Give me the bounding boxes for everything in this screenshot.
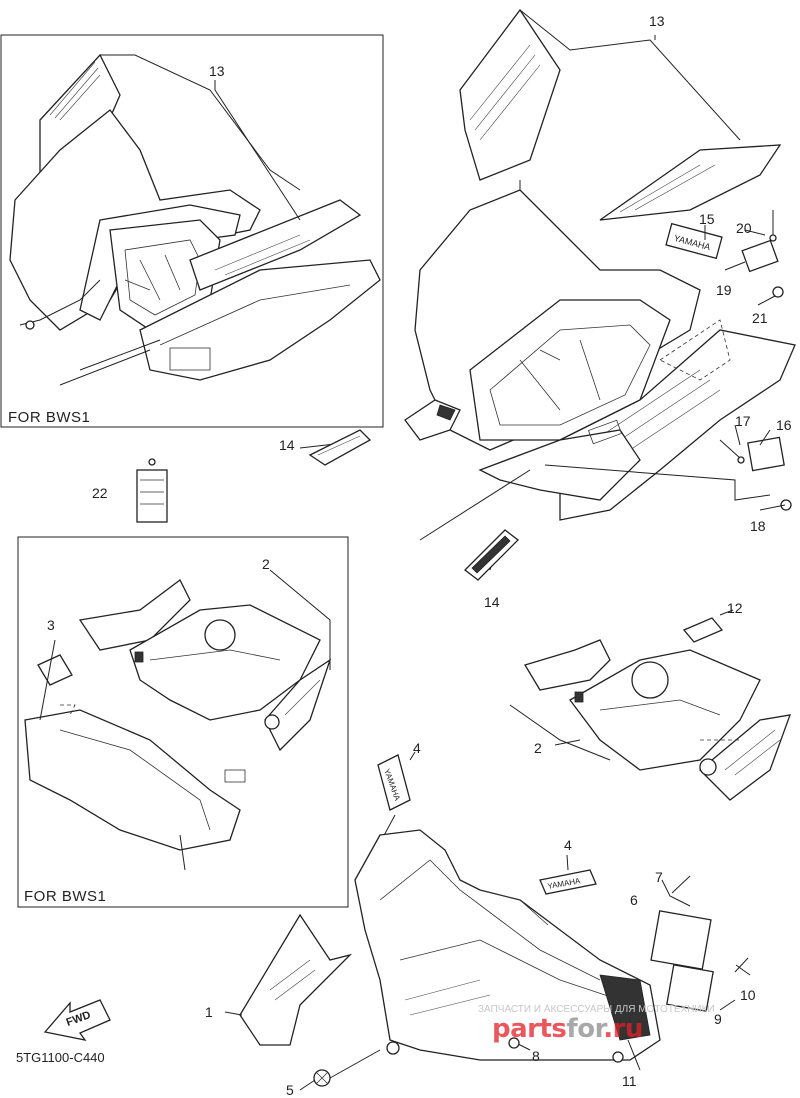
- callout-7: 7: [655, 869, 663, 885]
- callout-13-inset: 13: [209, 63, 225, 79]
- inset-top-drawing: [9, 53, 381, 386]
- callout-2-inset: 2: [262, 556, 270, 572]
- middle-right-assembly: [509, 609, 791, 801]
- inset-middle-drawing: [24, 569, 332, 871]
- callout-6: 6: [630, 892, 638, 908]
- callout-16: 16: [776, 417, 792, 433]
- callout-19: 19: [716, 282, 732, 298]
- callout-4-vertical: 4: [413, 740, 421, 756]
- decal-14-upper-shape: [308, 429, 372, 466]
- callout-14-lower: 14: [484, 594, 500, 610]
- inset-middle-label: FOR BWS1: [24, 888, 107, 905]
- callout-2-main: 2: [534, 740, 542, 756]
- bottom-front-cowl: YAMAHA YAMAHA: [224, 751, 751, 1091]
- watermark-top-text: ЗАПЧАСТИ И АКСЕССУАРЫ ДЛЯ МОТОТЕХНИКИ: [478, 1004, 715, 1015]
- callout-5: 5: [286, 1082, 294, 1098]
- watermark-brand-ru: .ru: [603, 1014, 643, 1044]
- callout-11: 11: [622, 1073, 637, 1089]
- inset-top-label: FOR BWS1: [8, 409, 91, 426]
- inset-box-top: [0, 34, 384, 428]
- callout-9: 9: [714, 1011, 722, 1027]
- callout-4-horizontal: 4: [564, 837, 572, 853]
- top-right-assembly: YAMAHA: [299, 8, 796, 571]
- watermark-logo: partsfor.ru: [492, 1014, 643, 1044]
- callout-18: 18: [750, 518, 766, 534]
- fwd-arrow: [43, 999, 111, 1041]
- callout-17: 17: [735, 413, 751, 429]
- callout-20: 20: [736, 220, 752, 236]
- callout-10: 10: [740, 987, 756, 1003]
- callout-12: 12: [727, 600, 743, 616]
- watermark-brand-for: for: [566, 1014, 604, 1044]
- callout-15: 15: [699, 211, 715, 227]
- label-22-shape: [136, 458, 168, 523]
- callout-22: 22: [92, 485, 108, 501]
- diagram-code: 5TG1100-C440: [16, 1050, 105, 1065]
- callout-13-main: 13: [649, 13, 665, 29]
- watermark-brand-parts: parts: [492, 1014, 567, 1044]
- callout-21: 21: [752, 310, 768, 326]
- callout-8: 8: [532, 1048, 540, 1064]
- callout-1: 1: [205, 1004, 213, 1020]
- callout-14-upper: 14: [279, 437, 295, 453]
- callout-3: 3: [47, 617, 55, 633]
- inset-box-middle: [17, 536, 349, 908]
